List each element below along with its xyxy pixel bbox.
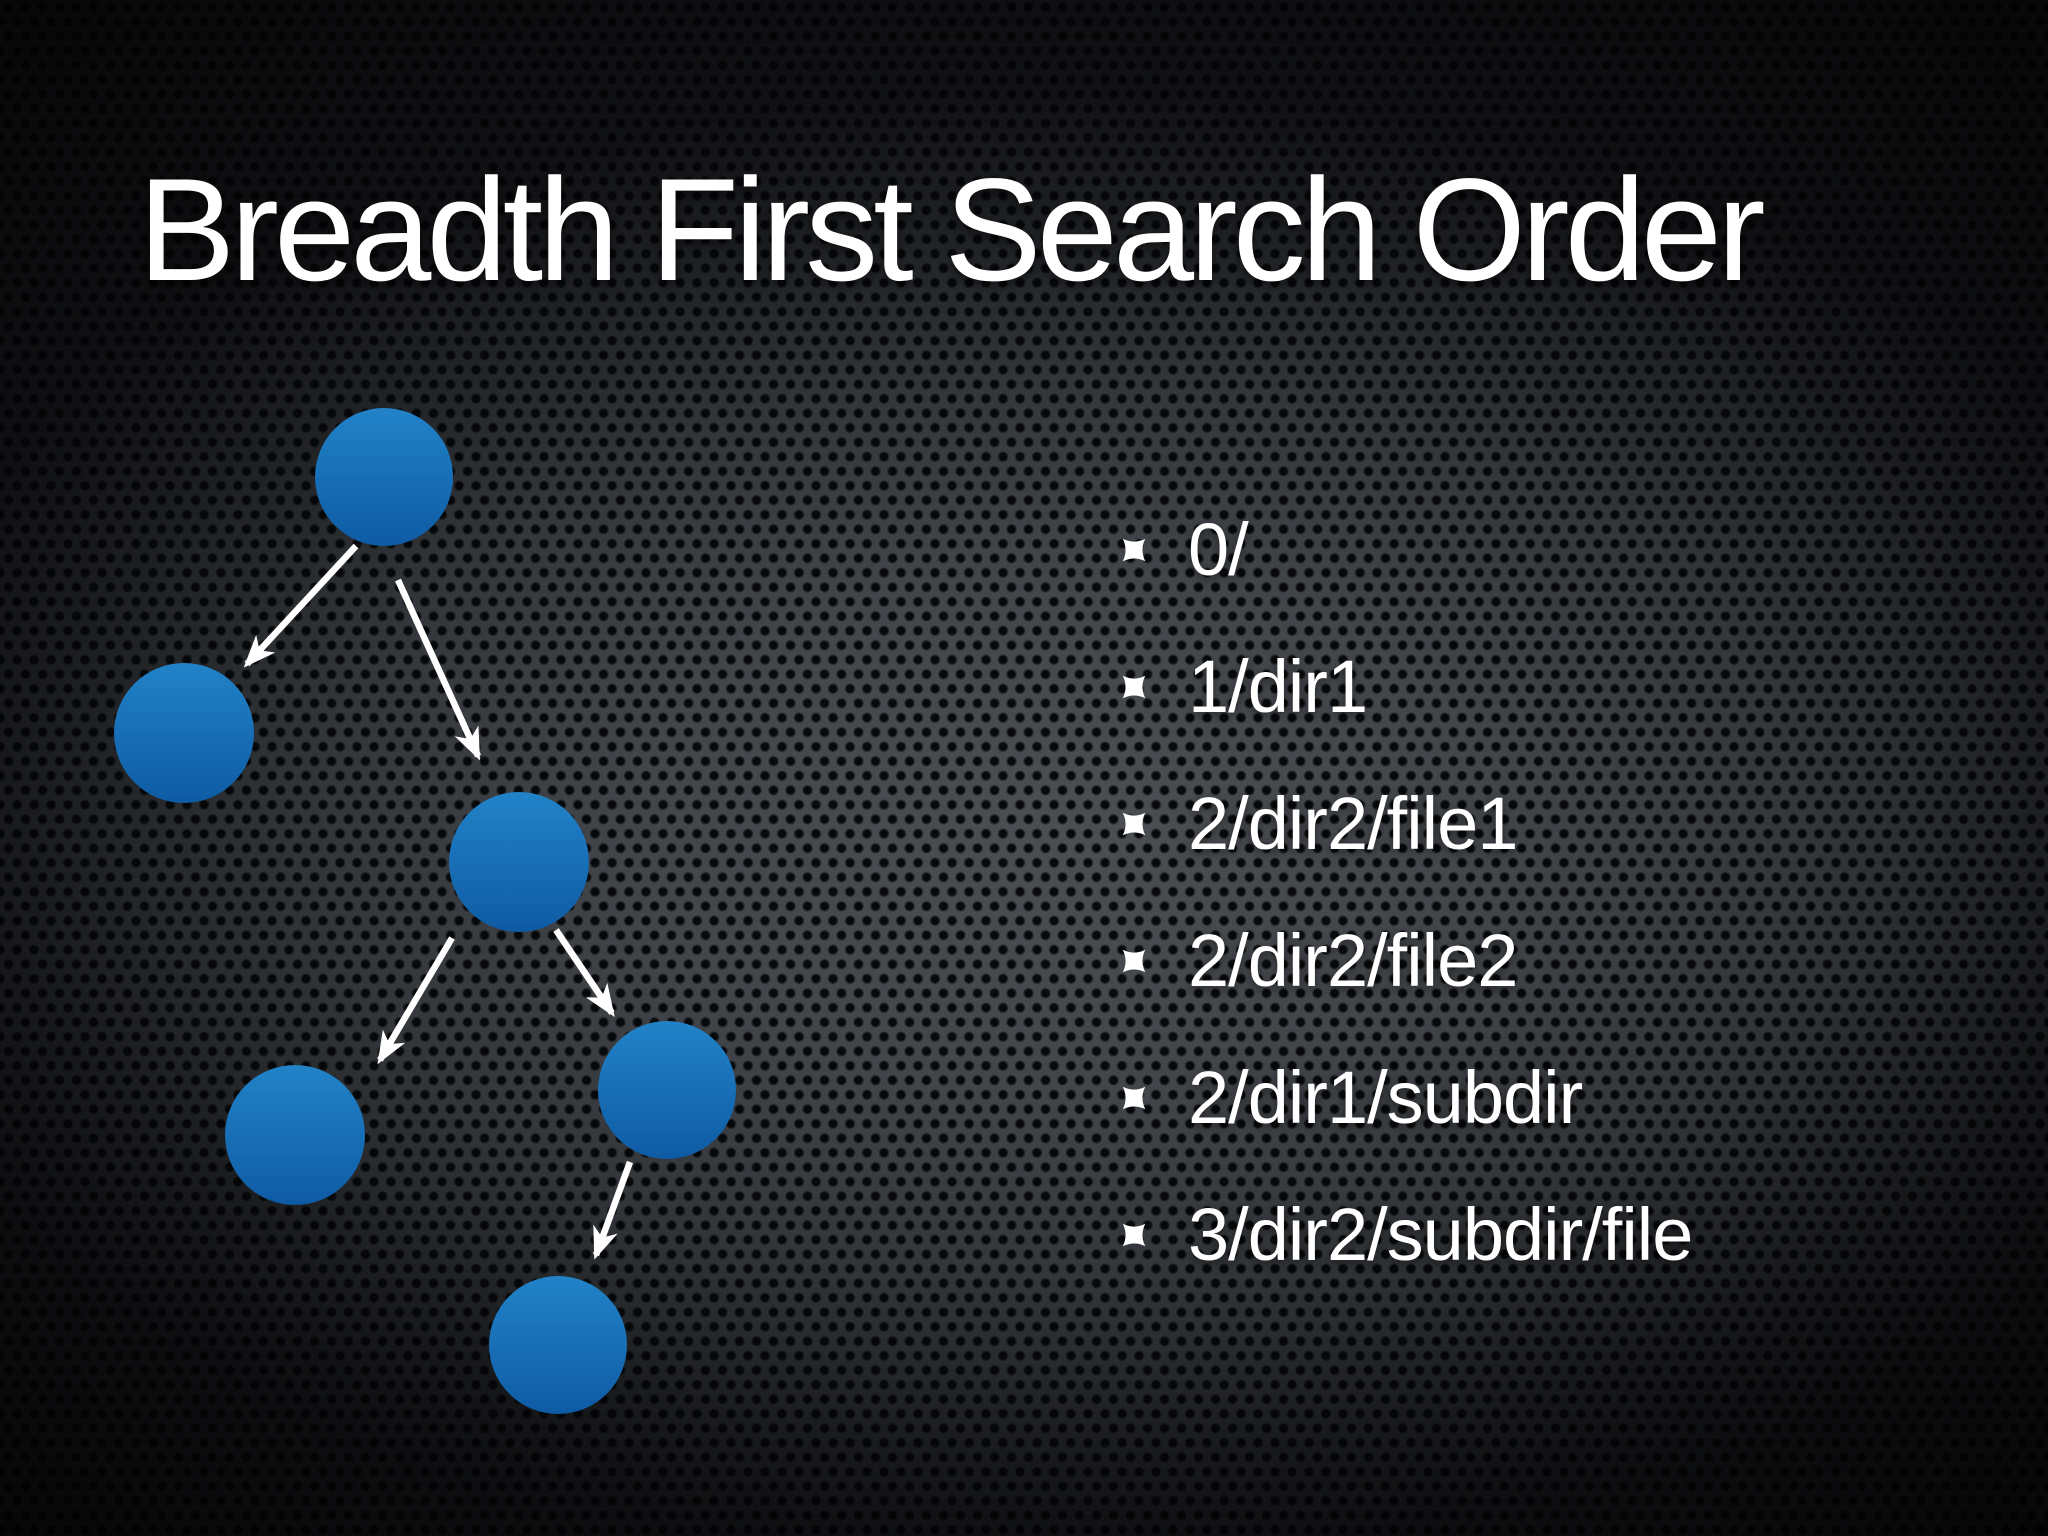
star-bullet-icon <box>1122 812 1146 835</box>
tree-edge-arrow <box>553 928 615 1018</box>
tree-node <box>449 792 589 932</box>
slide-title: Breadth First Search Order <box>138 148 1766 311</box>
tree-node <box>225 1065 365 1205</box>
list-item: 3/dir2/subdir/file <box>1119 1166 1693 1303</box>
bullet-label: 0/ <box>1188 508 1249 591</box>
star-bullet-icon <box>1122 538 1146 561</box>
tree-node <box>598 1021 736 1159</box>
tree-node <box>114 663 254 803</box>
star-bullet-icon <box>1122 1086 1146 1109</box>
list-item: 1/dir1 <box>1119 618 1692 755</box>
star-bullet-icon <box>1122 675 1146 698</box>
star-bullet-icon <box>1122 1223 1146 1246</box>
bullet-list: 0/ 1/dir1 2/dir2/file1 2/dir2/file2 <box>1119 481 1693 1303</box>
tree-edge-arrow <box>592 1160 634 1260</box>
tree-edge-arrow <box>395 578 481 761</box>
bullet-label: 2/dir1/subdir <box>1188 1056 1583 1139</box>
list-item: 0/ <box>1119 481 1692 618</box>
tree-edges <box>243 543 634 1260</box>
tree-node <box>315 408 453 546</box>
tree-edge-arrow <box>243 543 359 668</box>
list-item: 2/dir2/file1 <box>1119 755 1692 892</box>
star-bullet-icon <box>1122 949 1146 972</box>
bullet-label: 1/dir1 <box>1188 645 1368 728</box>
tree-node <box>489 1276 627 1414</box>
bullet-label: 2/dir2/file2 <box>1188 919 1518 1002</box>
list-item: 2/dir2/file2 <box>1119 892 1692 1029</box>
tree-edge-arrow <box>377 936 455 1065</box>
bullet-label: 3/dir2/subdir/file <box>1188 1193 1693 1276</box>
list-item: 2/dir1/subdir <box>1119 1029 1692 1166</box>
bullet-label: 2/dir2/file1 <box>1188 782 1518 865</box>
tree-nodes <box>114 408 736 1414</box>
